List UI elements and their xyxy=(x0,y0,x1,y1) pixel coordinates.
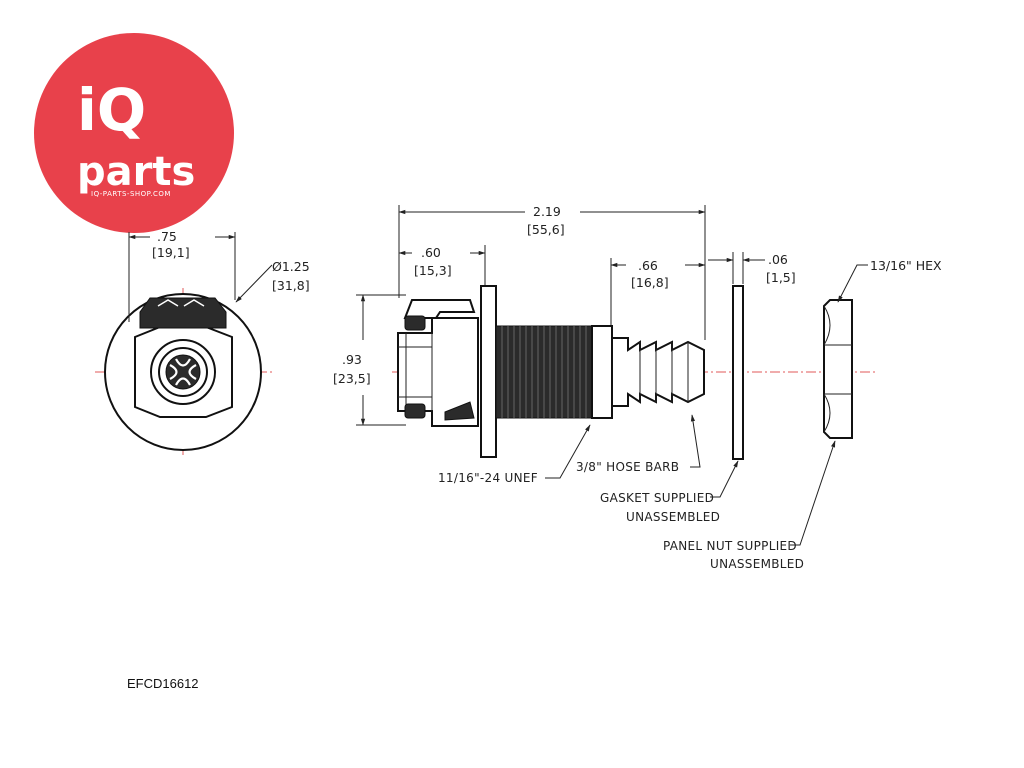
gasket xyxy=(732,285,744,460)
front-bore xyxy=(165,354,201,390)
logo-brand-bottom: parts xyxy=(77,149,195,195)
iq-parts-logo: iQ parts IQ-PARTS-SHOP.COM xyxy=(34,33,234,233)
panel-nut xyxy=(823,299,853,439)
hose-barb-leader xyxy=(690,414,701,468)
hose-barb xyxy=(611,337,705,407)
part-number: EFCD16612 xyxy=(127,676,199,691)
height-dim: .93 xyxy=(342,352,362,367)
panel-nut-callout-line2: UNASSEMBLED xyxy=(710,557,804,571)
side-view: 2.19 [55,6] .60 [15,3] .66 [16,8] .06 [1… xyxy=(333,204,942,571)
front-latch xyxy=(139,297,227,329)
thread-callout: 11/16"-24 UNEF xyxy=(438,471,538,485)
gasket-thickness-dim-mm: [1,5] xyxy=(766,270,796,285)
front-outer-ring xyxy=(150,339,216,405)
shank xyxy=(591,325,613,419)
diameter-leader xyxy=(235,264,273,303)
coupling-latch xyxy=(403,299,476,319)
hex-leader xyxy=(837,264,868,303)
coupling-length-dim: .60 xyxy=(421,245,441,260)
thread-leader xyxy=(545,424,591,479)
front-diameter-dim-mm: [31,8] xyxy=(272,278,310,293)
front-diameter-dim: Ø1.25 xyxy=(272,259,310,274)
hex-size-label: 13/16" HEX xyxy=(870,258,942,273)
panel-flange xyxy=(480,285,497,458)
front-view: .75 [19,1] Ø1.25 [31,8] xyxy=(95,229,310,455)
barb-length-dim-mm: [16,8] xyxy=(631,275,669,290)
overall-length-dim: 2.19 xyxy=(533,204,561,219)
logo-brand-top: iQ xyxy=(77,76,146,144)
overall-length-dim-mm: [55,6] xyxy=(527,222,565,237)
panel-nut-callout-line1: PANEL NUT SUPPLIED xyxy=(663,539,797,553)
barb-length-dim: .66 xyxy=(638,258,658,273)
hose-barb-callout: 3/8" HOSE BARB xyxy=(576,460,679,474)
logo-circle xyxy=(34,33,234,233)
front-width-dim-mm: [19,1] xyxy=(152,245,190,260)
gasket-leader xyxy=(710,460,739,498)
coupling-length-dim-mm: [15,3] xyxy=(414,263,452,278)
height-dim-mm: [23,5] xyxy=(333,371,371,386)
panel-nut-leader xyxy=(790,440,836,546)
gasket-callout-line2: UNASSEMBLED xyxy=(626,510,720,524)
front-width-dim: .75 xyxy=(157,229,177,244)
logo-url: IQ-PARTS-SHOP.COM xyxy=(91,190,171,198)
gasket-callout-line1: GASKET SUPPLIED xyxy=(600,491,714,505)
front-inner-ring xyxy=(158,347,208,397)
gasket-thickness-dim: .06 xyxy=(768,252,788,267)
